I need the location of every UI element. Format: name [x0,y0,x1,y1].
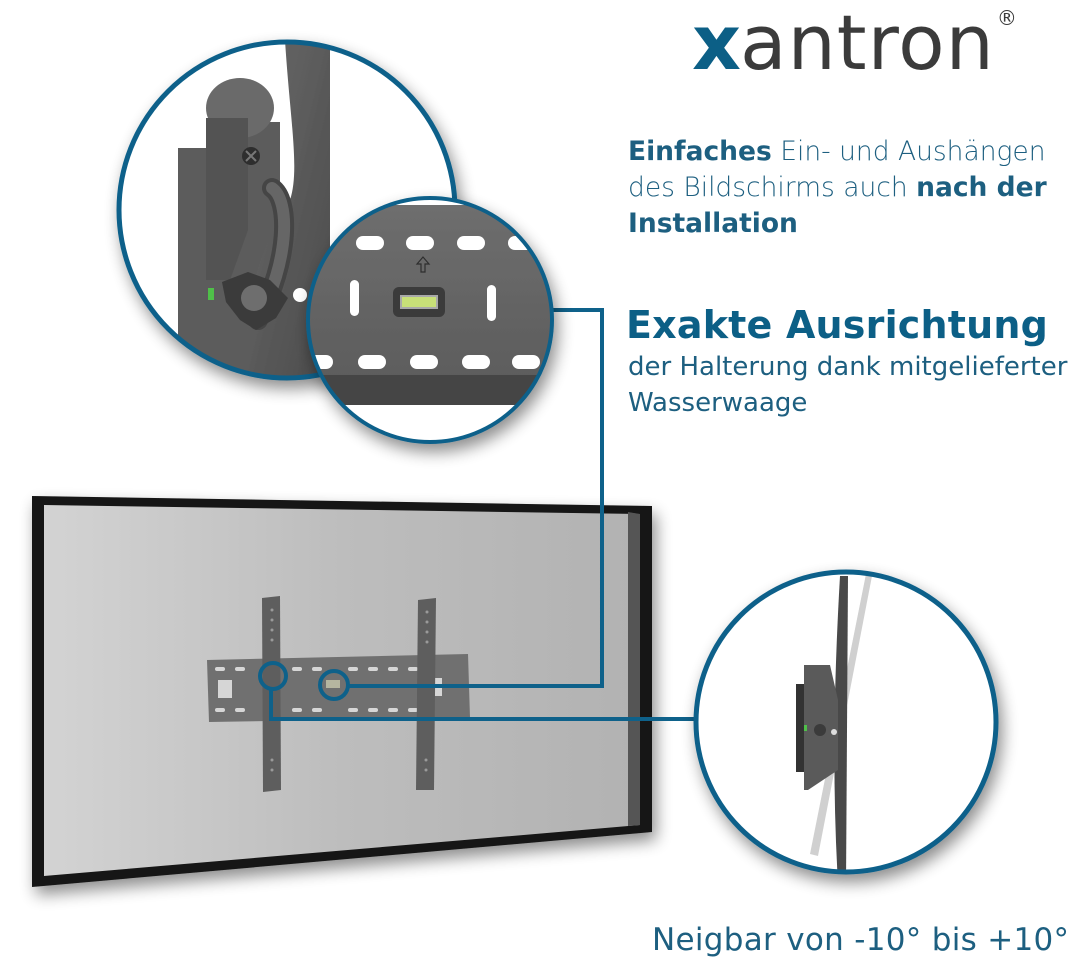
feature-easy-mounting: Einfaches Ein- und Aushängen des Bildsch… [628,134,1047,242]
feature-line: des Bildschirms auch nach der [628,170,1047,206]
feature-line: Installation [628,206,1047,242]
brand-logo: x antron ® [692,0,1017,87]
feature-text: der Halterung dank mitgelieferter [628,352,1068,382]
logo-x: x [692,0,741,87]
feature-alignment-body: der Halterung dank mitgelieferter Wasser… [628,349,1067,421]
feature-alignment-title: Exakte Ausrichtung [626,303,1049,347]
feature-line: Einfaches Ein- und Aushängen [628,134,1047,170]
spirit-level-closeup [306,196,554,444]
callout-lines [258,308,697,721]
side-tilt-view [693,569,999,875]
feature-bold: Installation [628,208,798,239]
feature-text: Ein- und Aushängen [771,136,1046,167]
feature-text: des Bildschirms auch [628,172,917,203]
feature-bold: Einfaches [628,136,772,167]
feature-bold: nach der [916,172,1047,203]
registered-mark: ® [996,6,1017,30]
feature-tilt-range: Neigbar von -10° bis +10° [652,922,1070,958]
logo-wordmark: antron [740,0,995,87]
feature-text: Wasserwaage [628,388,808,418]
